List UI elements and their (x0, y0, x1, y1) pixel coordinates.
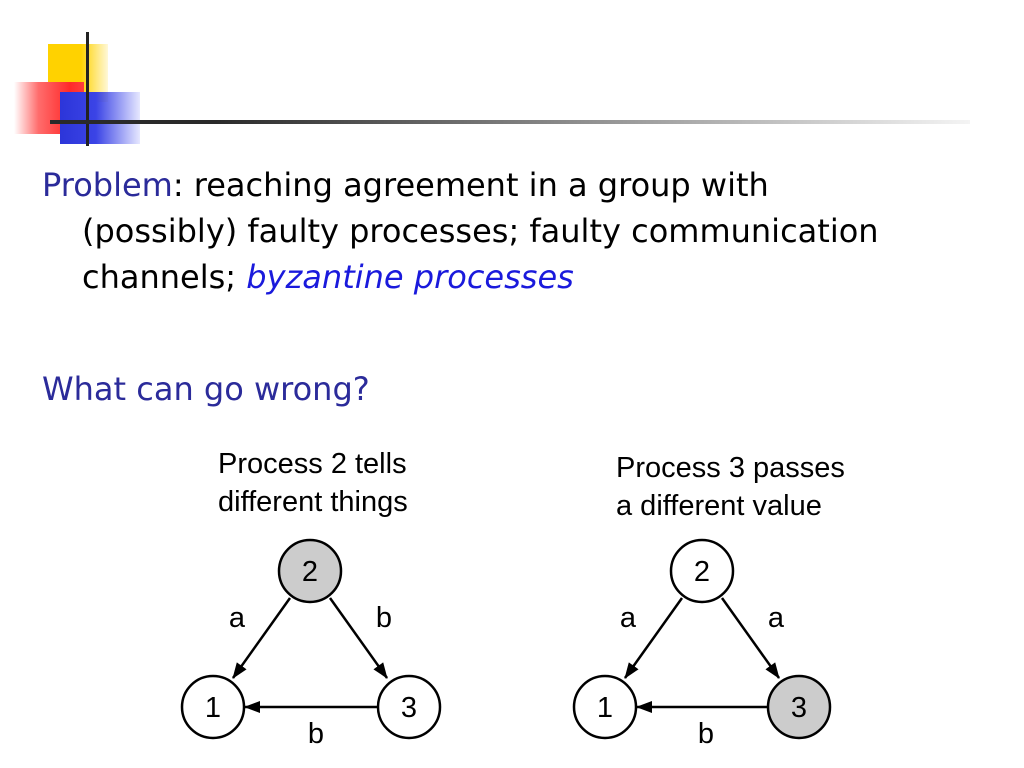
diagram-2-edge-label-left: a (620, 602, 637, 634)
diagram-2-node-1 (572, 674, 638, 740)
diagram-2-edge-label-right: a (768, 602, 785, 634)
diagram-2-node-2-label: 2 (694, 556, 710, 588)
diagram-2-caption-line-1: Process 3 passes (616, 452, 845, 484)
diagram-2-node-3 (766, 674, 832, 740)
problem-line-3: channels; byzantine processes (42, 254, 879, 300)
diagram-2-node-2 (669, 538, 735, 604)
diagram-1-caption-line-2: different things (218, 486, 408, 518)
ornament-vertical-line (86, 32, 89, 146)
diagram-1-node-1 (180, 674, 246, 740)
diagram-1-edge-label-right: b (376, 602, 392, 634)
diagram-1: Process 2 tells different things 2 1 3 a… (180, 448, 442, 750)
diagram-1-edge-2-to-1 (231, 597, 292, 679)
ornament-blue-square (60, 92, 140, 144)
diagram-2-node-3-label: 3 (791, 692, 807, 724)
problem-label: Problem (42, 166, 173, 204)
diagram-1-node-1-label: 1 (205, 692, 221, 724)
problem-line-2: (possibly) faulty processes; faulty comm… (82, 212, 879, 250)
diagram-2: Process 3 passes a different value 2 1 3… (572, 452, 845, 750)
diagram-1-node-2 (277, 538, 343, 604)
problem-line-1: Problem: reaching agreement in a group w… (42, 162, 879, 208)
diagram-1-node-3 (376, 674, 442, 740)
diagram-2-edge-2-to-1 (623, 597, 684, 679)
problem-emphasis: byzantine processes (246, 258, 574, 296)
diagram-2-edge-label-bottom: b (698, 718, 714, 750)
problem-text-1: : reaching agreement in a group with (172, 166, 769, 204)
diagram-2-caption-line-2: a different value (616, 490, 822, 522)
title-divider-line (50, 120, 970, 124)
problem-paragraph: Problem: reaching agreement in a group w… (42, 162, 879, 300)
diagram-2-edge-2-to-3 (720, 597, 781, 679)
diagram-1-edge-2-to-3 (328, 597, 389, 679)
diagram-1-node-3-label: 3 (401, 692, 417, 724)
problem-text-3: channels; (82, 258, 247, 296)
diagram-1-edge-label-bottom: b (308, 718, 324, 750)
diagram-1-edge-label-left: a (229, 602, 246, 634)
question-heading: What can go wrong? (42, 370, 370, 408)
diagram-1-caption-line-1: Process 2 tells (218, 448, 407, 480)
diagram-1-node-2-label: 2 (302, 556, 318, 588)
diagram-2-node-1-label: 1 (597, 692, 613, 724)
